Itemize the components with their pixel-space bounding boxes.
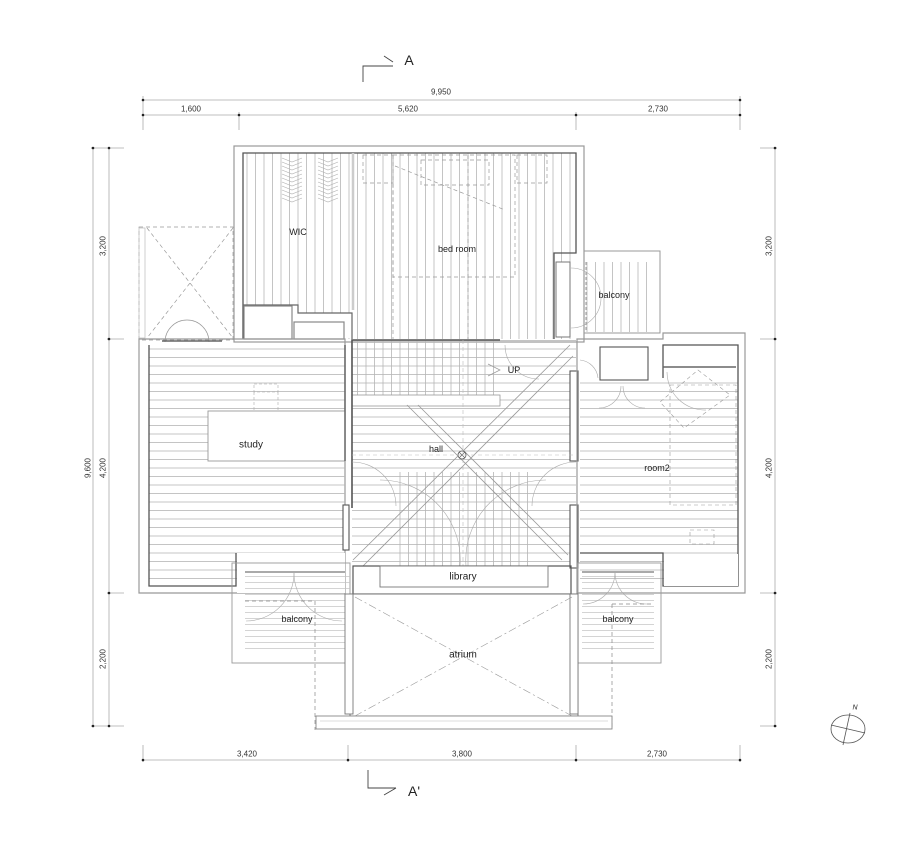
void-nw <box>138 226 234 343</box>
stair-up-label: UP <box>507 365 521 375</box>
balcony-sw-block <box>231 562 351 730</box>
balcony-se-block <box>577 562 662 730</box>
study-block <box>138 338 350 594</box>
room-label-hall: hall <box>428 444 444 454</box>
dimension-left <box>91 146 124 728</box>
room-label-atrium: atrium <box>449 649 477 661</box>
section-label-top: A <box>404 52 414 68</box>
dimension-left-total: 9,600 <box>83 457 93 479</box>
hall-block <box>351 339 579 569</box>
dimension-top-total: 9,950 <box>430 87 452 97</box>
room-label-library: library <box>449 571 477 583</box>
dimension-bottom <box>141 745 742 762</box>
room2-block <box>576 332 746 594</box>
dimension-top <box>141 96 742 130</box>
room-label-balcony-sw: balcony <box>281 614 313 624</box>
room-label-room2: room2 <box>644 463 670 473</box>
dimension-bottom-seg-1: 3,420 <box>236 749 258 759</box>
atrium-block <box>315 593 613 730</box>
section-mark-top-icon <box>362 55 394 82</box>
room-label-balcony-se: balcony <box>602 614 634 624</box>
section-mark-bottom-icon <box>367 770 397 796</box>
dimension-right-seg-3: 2,200 <box>764 648 774 670</box>
library-block <box>352 565 572 595</box>
dimension-top-seg-2: 5,620 <box>397 104 419 114</box>
bedroom-block <box>233 145 585 343</box>
dimension-top-seg-3: 2,730 <box>647 104 669 114</box>
balcony-ne-block <box>555 250 661 338</box>
dimension-left-seg-1: 3,200 <box>98 235 108 257</box>
room-label-balcony-ne: balcony <box>598 290 630 300</box>
dimension-right-seg-1: 3,200 <box>764 235 774 257</box>
dimension-left-seg-2: 4,200 <box>98 457 108 479</box>
room-label-bedroom: bed room <box>437 244 477 254</box>
dimension-top-seg-1: 1,600 <box>180 104 202 114</box>
room-label-study: study <box>239 439 263 451</box>
north-compass-icon <box>830 712 866 746</box>
dimension-bottom-seg-3: 2,730 <box>646 749 668 759</box>
north-label: N <box>852 704 858 712</box>
dimension-left-seg-3: 2,200 <box>98 648 108 670</box>
dimension-right <box>760 146 777 728</box>
dimension-bottom-seg-2: 3,800 <box>451 749 473 759</box>
dimension-right-seg-2: 4,200 <box>764 457 774 479</box>
section-label-bottom: A' <box>407 783 421 799</box>
room-label-wic: WIC <box>289 227 307 237</box>
